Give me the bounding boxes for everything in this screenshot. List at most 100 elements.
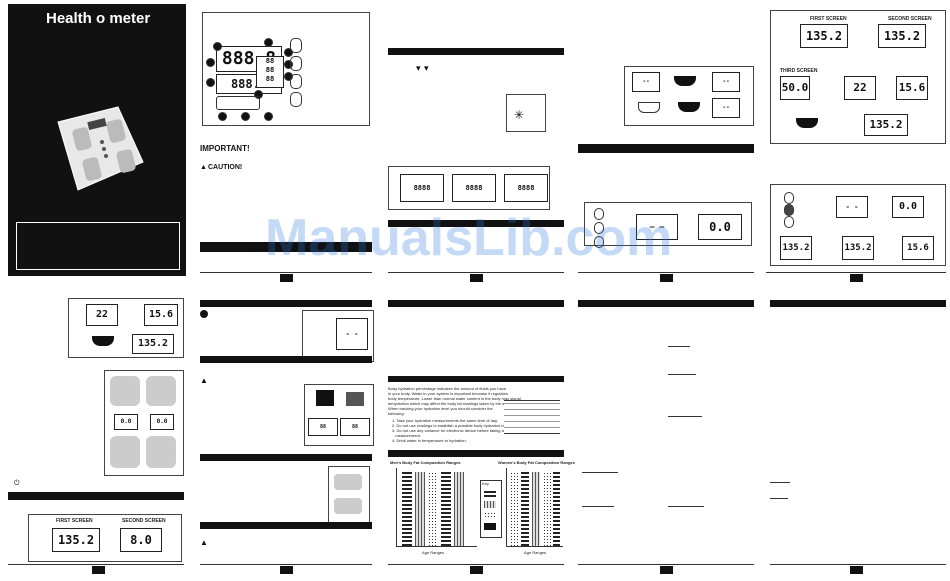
side-button-2 <box>594 222 604 234</box>
legend-swatch <box>484 523 496 530</box>
caution-icon: ▲ <box>200 164 207 171</box>
first-screen-label: FIRST SCREEN <box>810 16 847 22</box>
chart-xlabel: Age Ranges <box>422 550 445 555</box>
side-button-1 <box>290 38 302 53</box>
flow-lcd-3: 135.2 <box>132 334 174 354</box>
hydration-table <box>504 400 560 434</box>
footer-line <box>8 564 184 565</box>
third-screen-label: THIRD SCREEN <box>780 68 818 74</box>
hydration-text: Body hydration percentage indicates the … <box>388 386 521 416</box>
rule <box>582 506 614 507</box>
user-lcd: - - <box>836 196 868 218</box>
section-bar <box>578 144 754 153</box>
caution-heading: CAUTION! <box>208 164 243 171</box>
rule <box>770 482 790 483</box>
women-bar <box>510 472 518 546</box>
men-bar <box>441 472 451 546</box>
callout-1 <box>213 42 222 51</box>
final-lcd: 135.2 <box>864 114 908 136</box>
lcd-a: 8888 <box>400 174 444 202</box>
section-bar <box>200 242 372 252</box>
important-heading: IMPORTANT! <box>200 144 250 153</box>
panel-setup: ▾ ▾ ✳ 8888 8888 8888 <box>388 4 568 282</box>
callout-11 <box>264 112 273 121</box>
scale-feet-1 <box>110 376 140 406</box>
side-button-3 <box>784 216 794 228</box>
footer-line <box>200 564 372 565</box>
caution-icon: ▲ <box>200 376 208 385</box>
women-bar <box>532 472 540 546</box>
page-marker <box>850 566 863 574</box>
legend-swatch <box>484 490 496 497</box>
side-button-3 <box>290 74 302 89</box>
women-bar <box>553 472 560 546</box>
scale-illustration <box>57 106 144 191</box>
men-bar <box>454 472 464 546</box>
footer-line <box>578 272 754 273</box>
user-lcd: — — <box>636 214 678 240</box>
page-marker <box>660 566 673 574</box>
page-marker <box>470 566 483 574</box>
hydration-list-1: 1. Take your hydration measurements the … <box>392 418 498 423</box>
rule <box>668 374 696 375</box>
panel-back <box>766 296 946 578</box>
arrow-icon: ▾ <box>416 63 421 73</box>
panel-user-setup: - - ▲ 88 88 ▲ <box>196 296 376 578</box>
flow-frame <box>624 66 754 126</box>
scale-feet <box>334 498 362 514</box>
side-button-2 <box>784 204 794 216</box>
first-screen-label: FIRST SCREEN <box>56 518 93 524</box>
flow-lcd-3: -- <box>712 98 740 118</box>
footer-line <box>578 564 754 565</box>
flow-lcd-2: 15.6 <box>144 304 178 326</box>
footer-line <box>766 272 946 273</box>
scale-feet-2 <box>146 376 176 406</box>
rule <box>668 346 690 347</box>
callout-2 <box>206 58 215 67</box>
second-screen-lcd: 135.2 <box>878 24 926 48</box>
page-marker <box>280 274 293 282</box>
section-bar <box>200 300 372 307</box>
footer-line <box>388 272 564 273</box>
scale-icon <box>92 336 114 346</box>
section-bar <box>388 220 564 227</box>
flash-icon: ✳ <box>514 108 525 122</box>
panel-text <box>578 296 758 578</box>
footer-line <box>770 564 946 565</box>
side-button-4 <box>290 92 302 107</box>
button-pad <box>216 96 260 110</box>
first-screen-lcd: 135.2 <box>800 24 848 48</box>
user-lcd: - - <box>336 318 368 350</box>
info-icon <box>200 310 208 318</box>
display-frame <box>202 12 370 126</box>
starting-lcd: 22 <box>844 76 876 100</box>
callout-10 <box>241 112 250 121</box>
page-marker <box>850 274 863 282</box>
user-select-frame <box>584 202 752 246</box>
screen-b-lcd: 135.2 <box>842 236 874 260</box>
first-screen-lcd: 135.2 <box>52 528 100 552</box>
screen-c-lcd: 15.6 <box>902 236 934 260</box>
page-marker <box>280 566 293 574</box>
page-marker <box>92 566 105 574</box>
screen-a-lcd: 135.2 <box>780 236 812 260</box>
info-icon: ⏻ <box>14 480 20 487</box>
women-bar <box>521 472 529 546</box>
brand-logo: Health o meter <box>46 10 151 27</box>
rule <box>770 498 788 499</box>
lcd-flash-display <box>506 94 546 132</box>
section-bar <box>200 356 372 363</box>
caution-icon: ▲ <box>200 538 208 547</box>
footer-line <box>200 272 372 273</box>
page-marker <box>660 274 673 282</box>
men-bar <box>415 472 425 546</box>
rule <box>582 472 618 473</box>
scale-icon <box>638 102 660 113</box>
chart-women-title: Women's Body Fat Composition Ranges <box>498 460 575 465</box>
second-screen-lcd: 8.0 <box>120 528 162 552</box>
section-bar <box>388 300 564 307</box>
section-bar <box>8 492 184 500</box>
footer-line <box>388 564 564 565</box>
side-button-3 <box>594 236 604 248</box>
